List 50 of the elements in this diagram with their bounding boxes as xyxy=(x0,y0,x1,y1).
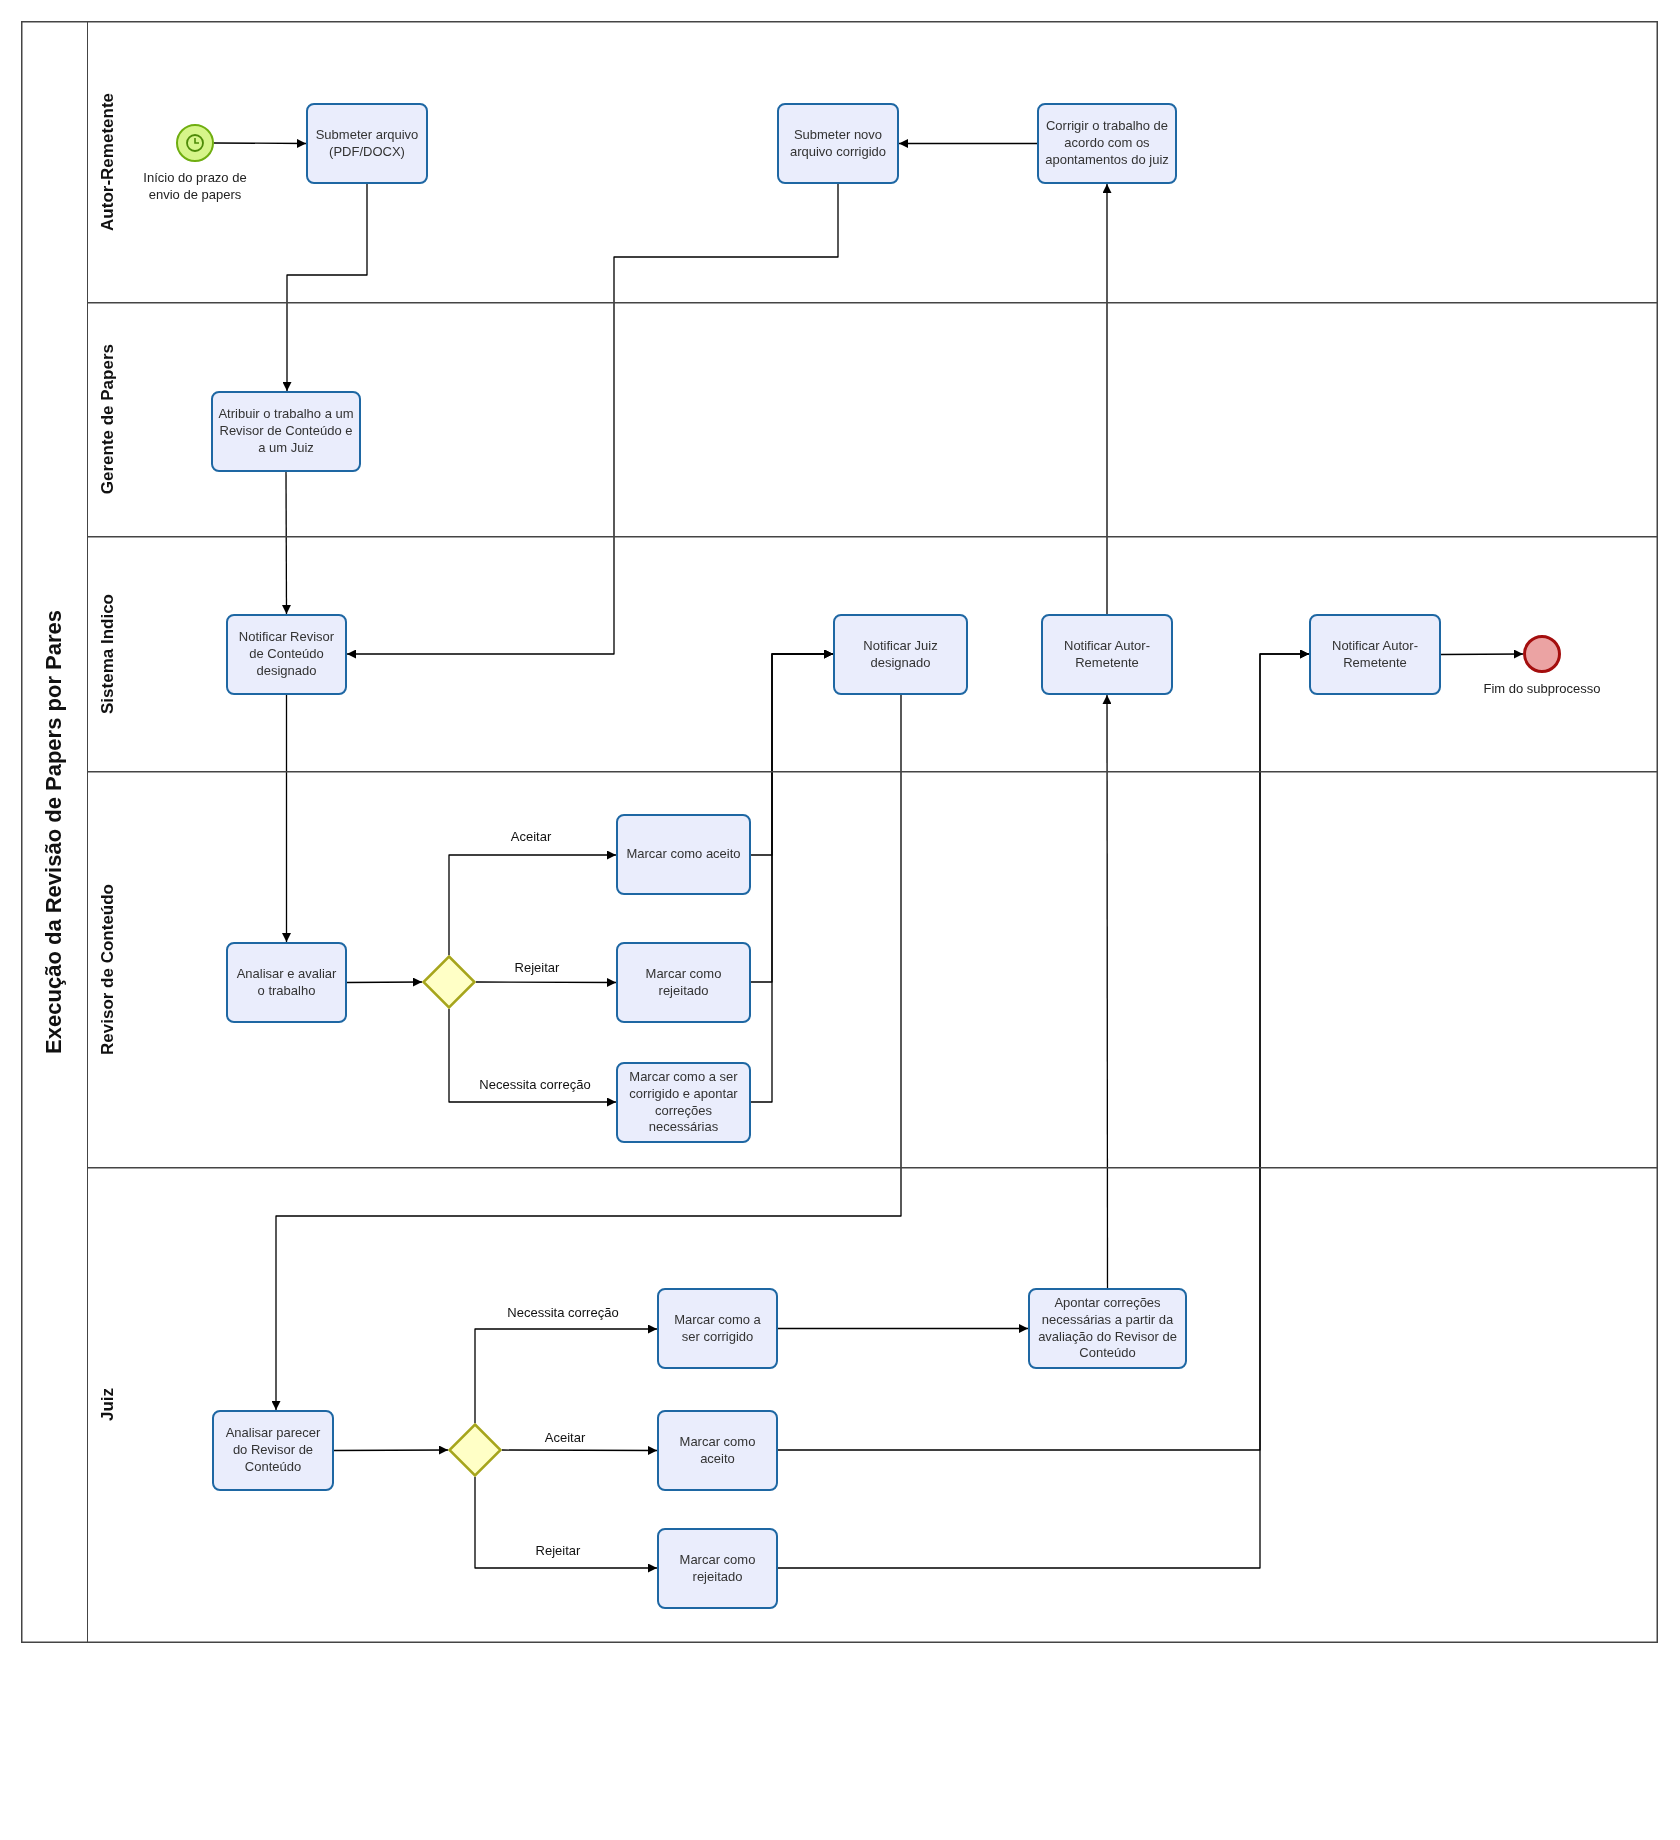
arrow xyxy=(474,1476,658,1573)
task-box: Corrigir o trabalho de acordo com os apontamentos do juiz xyxy=(1037,103,1177,184)
arrow xyxy=(271,694,902,1411)
arrow xyxy=(475,977,617,987)
arrow xyxy=(777,1324,1029,1333)
task-box: Marcar como rejeitado xyxy=(657,1528,778,1609)
arrow xyxy=(282,183,368,392)
task-box: Analisar e avaliar o trabalho xyxy=(226,942,347,1023)
task-box: Marcar como aceito xyxy=(657,1410,778,1491)
pool-title: Execução da Revisão de Papers por Pares xyxy=(41,610,67,1054)
task-box: Apontar correções necessárias a partir da avaliação do Revisor de Conteúdo xyxy=(1028,1288,1187,1369)
lane-label: Revisor de Conteúdo xyxy=(98,883,118,1055)
task-box: Marcar como rejeitado xyxy=(616,942,751,1023)
arrow xyxy=(1440,649,1524,659)
gateway-diamond xyxy=(422,955,476,1009)
task-box: Submeter arquivo (PDF/DOCX) xyxy=(306,103,428,184)
end-event-circle xyxy=(1523,635,1561,673)
event-caption: Início do prazo de envio de papers xyxy=(142,170,248,204)
lane-label: Juiz xyxy=(98,1388,118,1422)
arrow xyxy=(346,183,839,659)
lane-label: Sistema Indico xyxy=(98,593,118,714)
arrow xyxy=(750,649,834,1103)
arrow xyxy=(333,1445,449,1455)
task-box: Atribuir o trabalho a um Revisor de Conteúdo e a um Juiz xyxy=(211,391,361,472)
arrow xyxy=(282,694,291,943)
task-box: Marcar como aceito xyxy=(616,814,751,895)
arrow xyxy=(281,471,291,615)
task-box: Marcar como a ser corrigido e apontar correções necessárias xyxy=(616,1062,751,1143)
gateway-diamond xyxy=(448,1423,502,1477)
task-box: Marcar como a ser corrigido xyxy=(657,1288,778,1369)
event-caption: Fim do subprocesso xyxy=(1482,681,1602,698)
lane-label: Gerente de Papers xyxy=(98,343,118,495)
task-box: Notificar Juiz designado xyxy=(833,614,968,695)
arrow xyxy=(1102,694,1112,1289)
arrow xyxy=(898,139,1038,148)
arrow xyxy=(448,850,617,956)
arrow xyxy=(448,1008,617,1107)
task-box: Analisar parecer do Revisor de Conteúdo xyxy=(212,1410,334,1491)
task-box: Submeter novo arquivo corrigido xyxy=(777,103,899,184)
pool xyxy=(21,21,1658,1643)
arrow xyxy=(501,1445,658,1455)
arrow xyxy=(346,977,423,987)
timer-start-event xyxy=(176,124,214,162)
lane-label: Autor-Remetente xyxy=(98,92,118,231)
arrow xyxy=(213,138,307,148)
task-box: Notificar Autor-Remetente xyxy=(1309,614,1441,695)
task-box: Notificar Autor-Remetente xyxy=(1041,614,1173,695)
task-box: Notificar Revisor de Conteúdo designado xyxy=(226,614,347,695)
arrow xyxy=(1102,183,1112,615)
arrow xyxy=(474,1324,658,1424)
